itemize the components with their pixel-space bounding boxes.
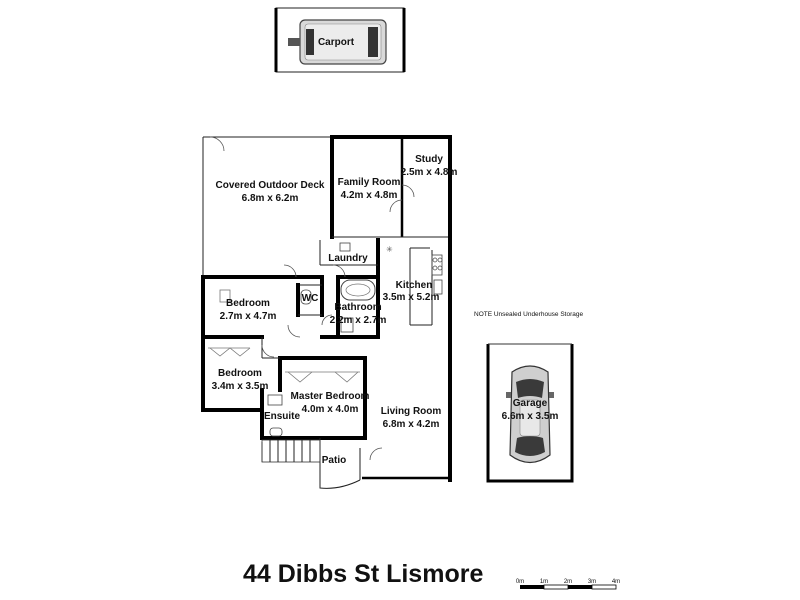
storage-note: NOTE Unsealed Underhouse Storage bbox=[474, 311, 584, 318]
stairs bbox=[261, 439, 321, 463]
room-size-bathroom: 2.2m x 2.7m bbox=[330, 315, 387, 326]
room-name-patio: Patio bbox=[322, 455, 346, 466]
room-name-carport: Carport bbox=[318, 37, 355, 48]
room-size-deck: 6.8m x 6.2m bbox=[242, 193, 299, 204]
room-name-deck: Covered Outdoor Deck bbox=[216, 180, 325, 191]
scale-tick-4: 4m bbox=[612, 579, 620, 585]
garage-car-icon bbox=[506, 365, 554, 464]
room-size-master: 4.0m x 4.0m bbox=[302, 404, 359, 415]
wardrobes bbox=[208, 289, 360, 383]
room-name-living: Living Room bbox=[381, 406, 442, 417]
room-size-study: 2.5m x 4.8m bbox=[401, 167, 458, 178]
room-name-study: Study bbox=[415, 154, 443, 165]
room-name-kitchen: Kitchen bbox=[396, 280, 433, 291]
scale-tick-1: 1m bbox=[540, 579, 548, 585]
room-name-bedroom-1: Bedroom bbox=[226, 298, 270, 309]
room-labels: Covered Outdoor Deck 6.8m x 6.2m Family … bbox=[212, 154, 458, 466]
room-size-garage: 6.6m x 3.5m bbox=[502, 411, 559, 422]
room-name-family: Family Room bbox=[338, 177, 401, 188]
room-name-wc: WC bbox=[302, 293, 319, 304]
room-size-bedroom-2: 3.4m x 3.5m bbox=[212, 381, 269, 392]
doors bbox=[209, 136, 415, 461]
scale-tick-2: 2m bbox=[564, 579, 572, 585]
room-size-living: 6.8m x 4.2m bbox=[383, 419, 440, 430]
room-name-master: Master Bedroom bbox=[291, 391, 370, 402]
room-size-bedroom-1: 2.7m x 4.7m bbox=[220, 311, 277, 322]
scale-tick-3: 3m bbox=[588, 579, 596, 585]
room-name-garage: Garage bbox=[513, 398, 548, 409]
scale-tick-0: 0m bbox=[516, 579, 524, 585]
bathroom-fixtures bbox=[267, 242, 376, 437]
kitchen-fixtures: ✳ bbox=[386, 245, 443, 295]
svg-text:✳: ✳ bbox=[386, 245, 393, 254]
scale-bar: 0m 1m 2m 3m 4m bbox=[516, 579, 620, 590]
exterior-walls bbox=[201, 135, 452, 489]
room-name-ensuite: Ensuite bbox=[264, 411, 301, 422]
room-size-family: 4.2m x 4.8m bbox=[341, 190, 398, 201]
carport-car-icon bbox=[288, 19, 387, 65]
property-address: 44 Dibbs St Lismore bbox=[243, 560, 484, 588]
carport: Carport bbox=[274, 7, 406, 73]
room-name-laundry: Laundry bbox=[328, 253, 368, 264]
room-name-bedroom-2: Bedroom bbox=[218, 368, 262, 379]
garage: Garage 6.6m x 3.5m bbox=[486, 343, 574, 483]
room-size-kitchen: 3.5m x 5.2m bbox=[383, 292, 440, 303]
room-name-bathroom: Bathroom bbox=[334, 302, 381, 313]
